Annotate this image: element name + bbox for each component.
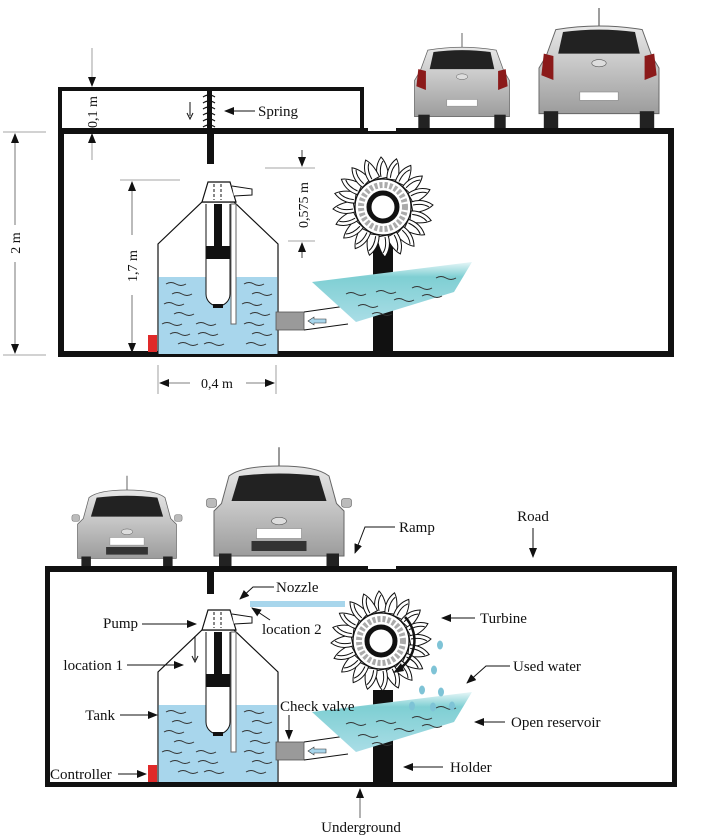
- svg-text:Turbine: Turbine: [480, 611, 527, 627]
- svg-text:0,4 m: 0,4 m: [201, 377, 233, 392]
- car-front-2: [205, 446, 353, 567]
- label-ramp: Ramp: [354, 520, 435, 554]
- turbine-wheel-bottom: [330, 590, 432, 692]
- turbine-bucket: [364, 667, 378, 690]
- svg-text:Used water: Used water: [513, 659, 581, 675]
- controller-top: [148, 335, 157, 352]
- svg-text:Ramp: Ramp: [399, 520, 435, 536]
- turbine-bucket: [407, 188, 431, 205]
- dim-total-height: 2 m: [3, 131, 46, 356]
- spring-top-plate: [58, 87, 363, 91]
- car-rear-1: [414, 32, 510, 129]
- label-controller: Controller: [50, 767, 147, 783]
- turbine-bucket: [334, 190, 357, 204]
- car-front-1: [71, 475, 183, 567]
- svg-text:Underground: Underground: [321, 820, 401, 836]
- controller-bottom: [148, 765, 157, 782]
- turbine-bucket: [364, 159, 381, 183]
- car-rear-2: [538, 7, 660, 129]
- svg-text:location 2: location 2: [262, 622, 322, 638]
- svg-text:Tank: Tank: [85, 708, 115, 724]
- turbine-bucket: [362, 593, 379, 617]
- spring-icon: [202, 91, 216, 131]
- label-tank: Tank: [85, 708, 158, 724]
- label-holder: Holder: [403, 760, 492, 776]
- label-location-1: location 1: [63, 658, 184, 674]
- top-view: Spring 0,1 m: [3, 7, 674, 394]
- svg-text:Pump: Pump: [103, 616, 138, 632]
- svg-text:location 1: location 1: [63, 658, 123, 674]
- label-road: Road: [517, 509, 549, 558]
- svg-text:0,575 m: 0,575 m: [297, 182, 312, 228]
- dim-tank-height: 1,7 m: [120, 179, 180, 353]
- svg-text:2 m: 2 m: [9, 232, 24, 254]
- svg-text:1,7 m: 1,7 m: [126, 250, 141, 282]
- label-open-reservoir: Open reservoir: [474, 715, 601, 731]
- svg-text:Check valve: Check valve: [280, 699, 355, 715]
- bottom-view: Ramp Road Nozzle Pump location 2 locatio…: [45, 446, 677, 836]
- spring-label: Spring: [258, 104, 299, 120]
- road-slab-bottom: [45, 566, 677, 572]
- used-water-drops: [409, 640, 455, 712]
- rotation-arrow-icon: [398, 616, 416, 671]
- svg-text:0,1 m: 0,1 m: [86, 96, 101, 128]
- dim-nozzle-turbine: 0,575 m: [265, 150, 315, 258]
- water-jet: [250, 601, 345, 607]
- label-used-water: Used water: [466, 659, 581, 684]
- down-flow-arrow-icon: [191, 636, 199, 664]
- label-underground: Underground: [321, 788, 401, 836]
- label-pump: Pump: [103, 616, 197, 632]
- svg-text:Holder: Holder: [450, 760, 492, 776]
- turbine-bucket: [366, 233, 380, 256]
- label-nozzle: Nozzle: [239, 580, 319, 600]
- label-check-valve: Check valve: [280, 699, 355, 740]
- svg-text:Road: Road: [517, 509, 549, 525]
- svg-text:Controller: Controller: [50, 767, 112, 783]
- dim-tank-width: 0,4 m: [157, 365, 277, 394]
- label-turbine: Turbine: [441, 611, 527, 627]
- svg-text:Open reservoir: Open reservoir: [511, 715, 601, 731]
- svg-text:Nozzle: Nozzle: [276, 580, 319, 596]
- tank-bottom: [157, 609, 279, 783]
- dim-plate-gap: 0,1 m: [86, 48, 101, 160]
- road-slab: [58, 128, 674, 134]
- tank-top: [157, 181, 279, 355]
- label-location-2: location 2: [251, 607, 322, 638]
- turbine-wheel-top: [332, 156, 434, 258]
